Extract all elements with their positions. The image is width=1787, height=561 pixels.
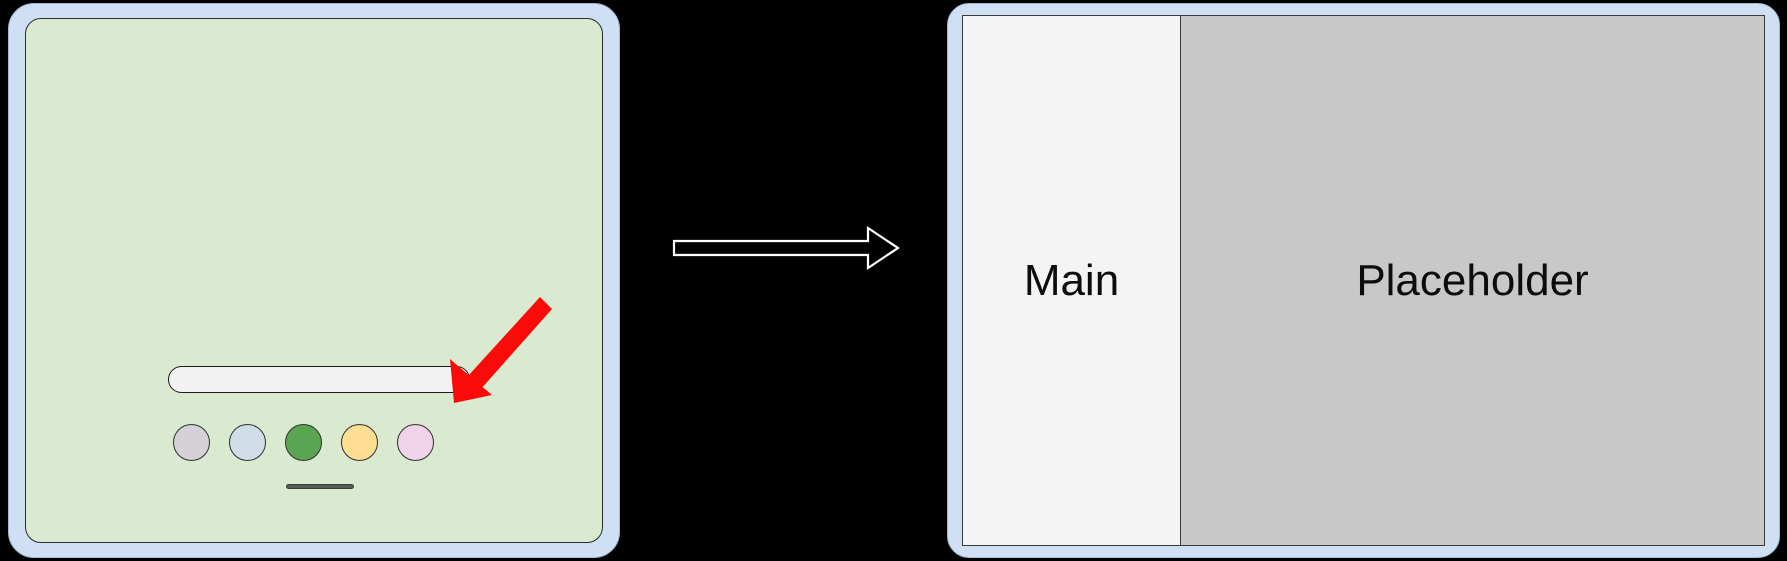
pane-placeholder[interactable]: Placeholder bbox=[1181, 16, 1764, 545]
dock-item-1[interactable] bbox=[173, 423, 210, 461]
tablet-after: Main Placeholder bbox=[947, 3, 1780, 558]
pane-placeholder-label: Placeholder bbox=[1356, 255, 1589, 305]
dock-item-2[interactable] bbox=[229, 423, 266, 461]
tablet-after-screen: Main Placeholder bbox=[962, 15, 1765, 546]
right-arrow-icon bbox=[672, 225, 900, 271]
dock-item-5[interactable] bbox=[397, 423, 434, 461]
search-input[interactable] bbox=[168, 366, 470, 393]
pane-main-label: Main bbox=[1023, 255, 1120, 305]
pane-main[interactable]: Main bbox=[963, 16, 1181, 545]
dock-item-3[interactable] bbox=[285, 423, 322, 461]
dock-item-4[interactable] bbox=[341, 423, 378, 461]
dock-row bbox=[173, 419, 493, 465]
tablet-before-screen bbox=[25, 18, 603, 543]
tablet-before bbox=[8, 3, 620, 558]
home-indicator bbox=[286, 484, 354, 489]
